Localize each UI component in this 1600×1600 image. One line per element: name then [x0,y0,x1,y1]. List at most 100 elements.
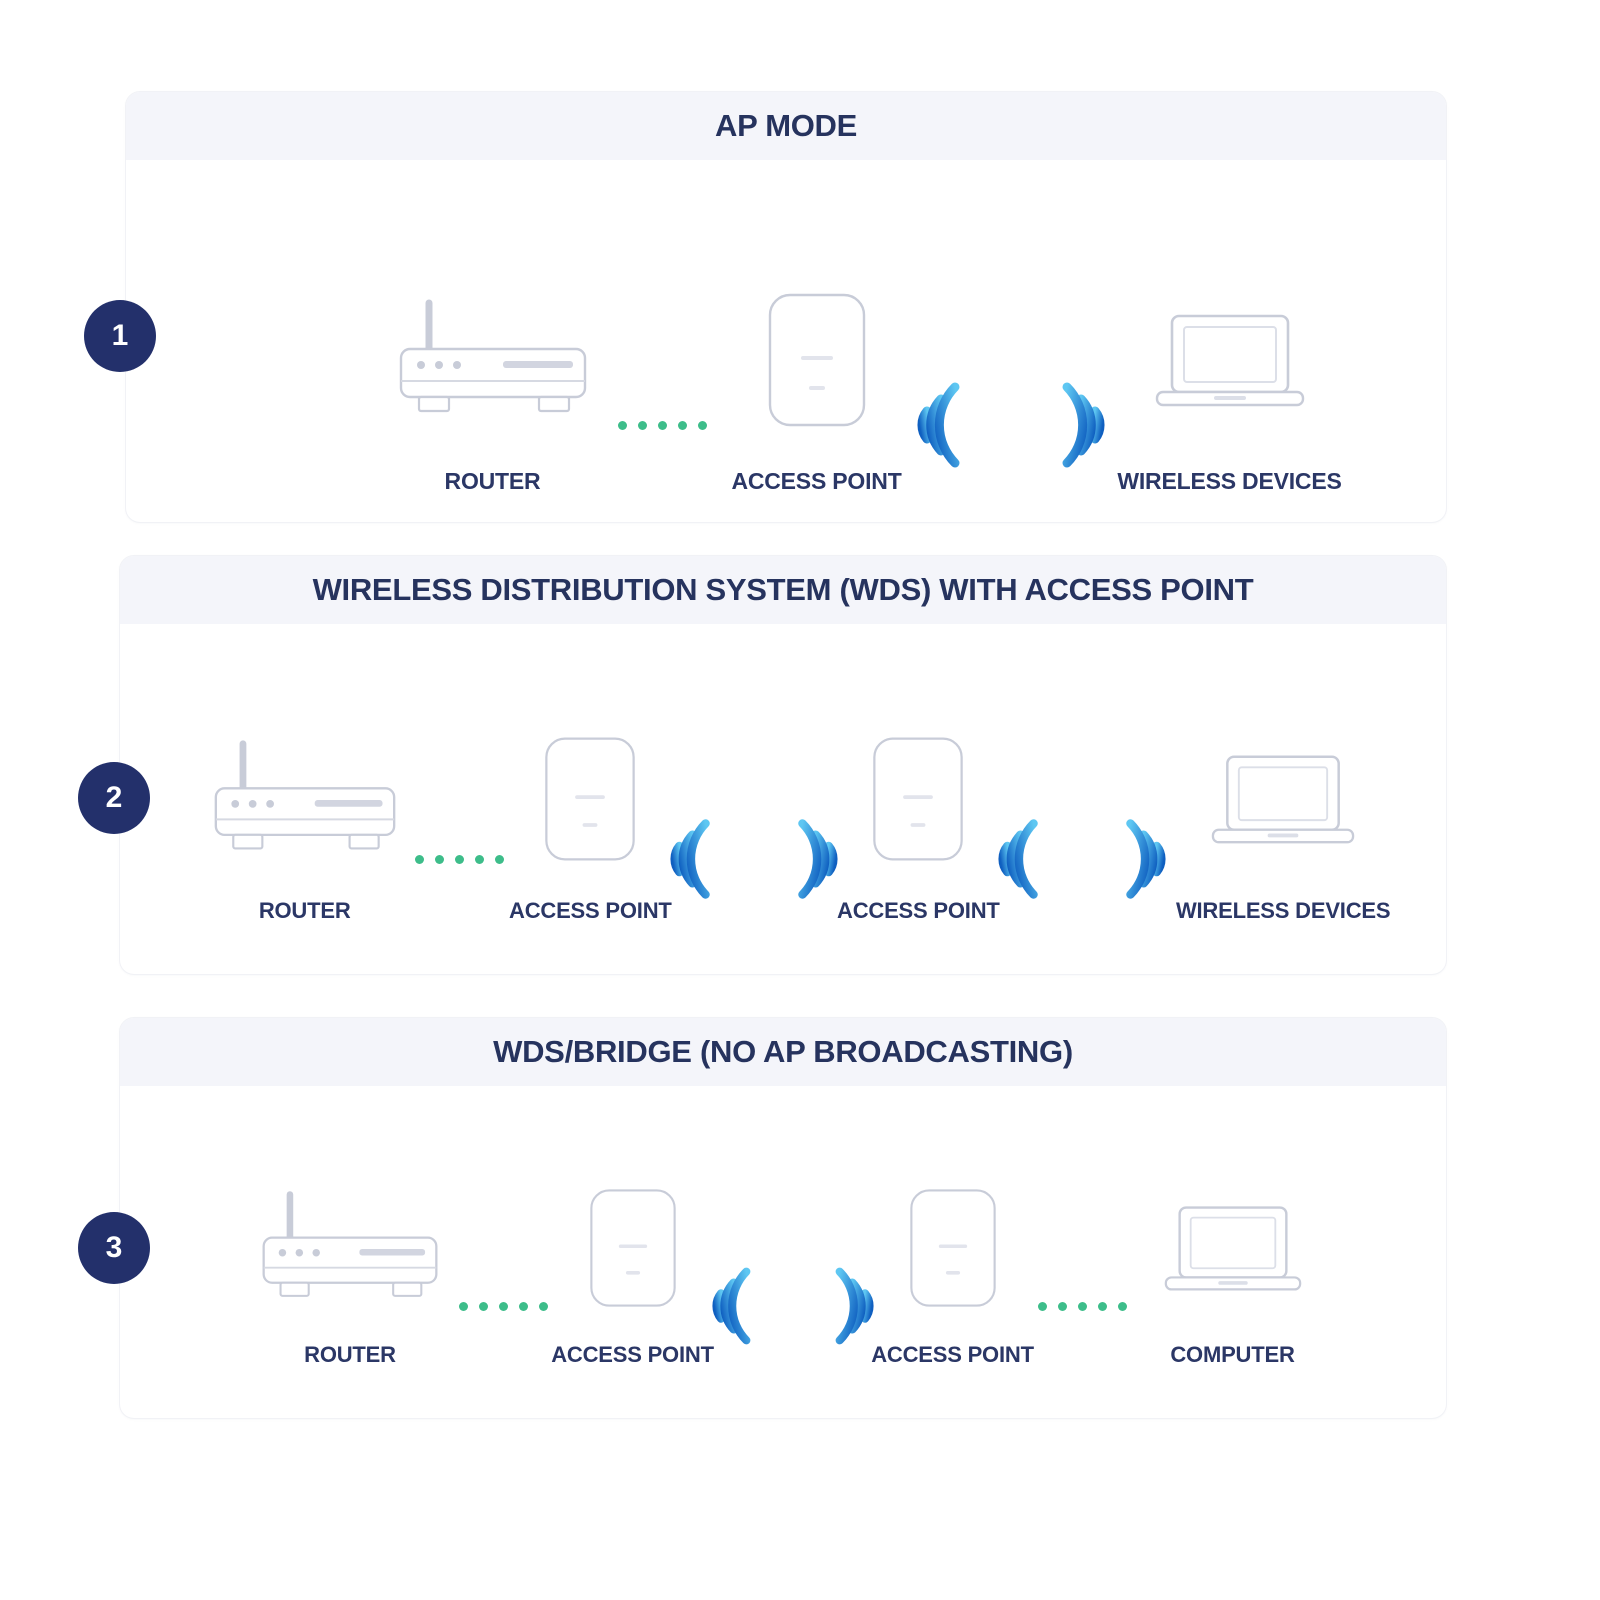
link-dot [1037,1301,1047,1311]
link-dots [1037,1301,1127,1311]
node-label: ROUTER [304,1342,396,1367]
link-dot [677,420,687,430]
node-router: ROUTER [378,290,608,495]
link-dot [435,854,445,864]
node-label: ACCESS POINT [871,1342,1034,1367]
node-label: ACCESS POINT [731,468,902,494]
wifi-waves-left-icon [798,819,838,899]
device-row: ROUTER [336,290,1396,495]
panel-wds-with-ap: WIRELESS DISTRIBUTION SYSTEM (WDS) WITH … [120,556,1446,974]
panel-ap-mode: AP MODE [126,92,1446,522]
wifi-waves-left-icon [835,1267,874,1345]
panel-header: WDS/BRIDGE (NO AP BROADCASTING) [120,1018,1446,1086]
node-label: ACCESS POINT [551,1342,714,1367]
node-label: ROUTER [444,468,541,494]
node-access-point: ACCESS POINT [551,1186,714,1368]
laptop-glyph [1155,314,1304,407]
link-dot [1057,1301,1067,1311]
device-row: ROUTER [200,734,1400,924]
badge-number: 3 [105,1231,123,1264]
panel-number-badge-3: 3 [78,1212,150,1284]
panel-body: ROUTER [120,1086,1446,1418]
link-dot [415,854,425,864]
link-dot [458,1301,468,1311]
wifi-waves-right-icon [916,382,959,468]
access-point-icon [868,734,968,864]
router-glyph [399,299,586,413]
access-point-glyph [909,1189,996,1307]
panel-body: ROUTER [120,624,1446,974]
access-point-icon [585,1186,681,1310]
ethernet-dotted-link [453,1244,554,1368]
laptop-glyph [1164,1206,1301,1291]
node-label: COMPUTER [1170,1342,1295,1367]
link-dot [1097,1301,1107,1311]
router-icon [207,734,403,864]
page-title: AP MODE [714,108,858,143]
router-glyph [214,740,395,850]
wifi-waves-right-icon [670,819,711,899]
page-title: WIRELESS DISTRIBUTION SYSTEM (WDS) WITH … [312,572,1254,607]
node-label: ACCESS POINT [509,898,672,923]
link-dot [475,854,485,864]
laptop-icon [1210,734,1356,864]
laptop-icon [1154,290,1306,430]
wifi-wave-link [670,794,838,924]
access-point-icon [540,734,640,864]
link-dots [458,1301,548,1311]
access-point-glyph [589,1189,676,1307]
wifi-waves-left-icon [1126,819,1166,899]
badge-number: 2 [105,781,123,814]
device-row: ROUTER [230,1186,1350,1368]
ethernet-dotted-link [1032,1244,1133,1368]
laptop-glyph [1211,755,1355,844]
wifi-wave-link [998,794,1166,924]
panel-body: ROUTER [126,160,1446,522]
link-dot [1117,1301,1127,1311]
link-dot [455,854,465,864]
access-point-glyph [768,293,865,427]
link-dot [657,420,667,430]
router-icon [393,290,593,430]
node-label: ACCESS POINT [837,898,1000,923]
wifi-wave-link [711,1244,874,1368]
router-icon [255,1186,445,1310]
node-router: ROUTER [200,734,409,924]
panel-header: WIRELESS DISTRIBUTION SYSTEM (WDS) WITH … [120,556,1446,624]
link-dot [637,420,647,430]
access-point-glyph [545,737,636,861]
link-dots [617,420,707,430]
badge-number: 1 [111,319,129,352]
node-access-point: ACCESS POINT [509,734,672,924]
page-title: WDS/BRIDGE (NO AP BROADCASTING) [493,1034,1073,1069]
link-dot [1077,1301,1087,1311]
node-wireless-devices: WIRELESS DEVICES [1166,734,1400,924]
node-access-point: ACCESS POINT [717,290,917,495]
node-computer: COMPUTER [1133,1186,1333,1368]
wifi-wave-link [916,355,1105,495]
access-point-icon [765,290,869,430]
access-point-icon [905,1186,1001,1310]
panel-number-badge-1: 1 [84,300,156,372]
wifi-waves-right-icon [711,1267,750,1345]
node-access-point: ACCESS POINT [871,1186,1034,1368]
access-point-glyph [873,737,964,861]
link-dot [478,1301,488,1311]
link-dot [498,1301,508,1311]
panel-number-badge-2: 2 [78,762,150,834]
node-router: ROUTER [248,1186,453,1368]
laptop-icon [1163,1186,1303,1310]
ethernet-dotted-link [608,355,717,495]
node-label: ROUTER [258,898,351,923]
link-dot [518,1301,528,1311]
node-label: WIRELESS DEVICES [1117,468,1342,494]
router-glyph [262,1191,438,1297]
node-wireless-devices: WIRELESS DEVICES [1105,290,1355,495]
link-dot [697,420,707,430]
panel-header: AP MODE [126,92,1446,160]
node-access-point: ACCESS POINT [837,734,1000,924]
wifi-waves-right-icon [998,819,1039,899]
link-dots [415,854,505,864]
link-dot [538,1301,548,1311]
